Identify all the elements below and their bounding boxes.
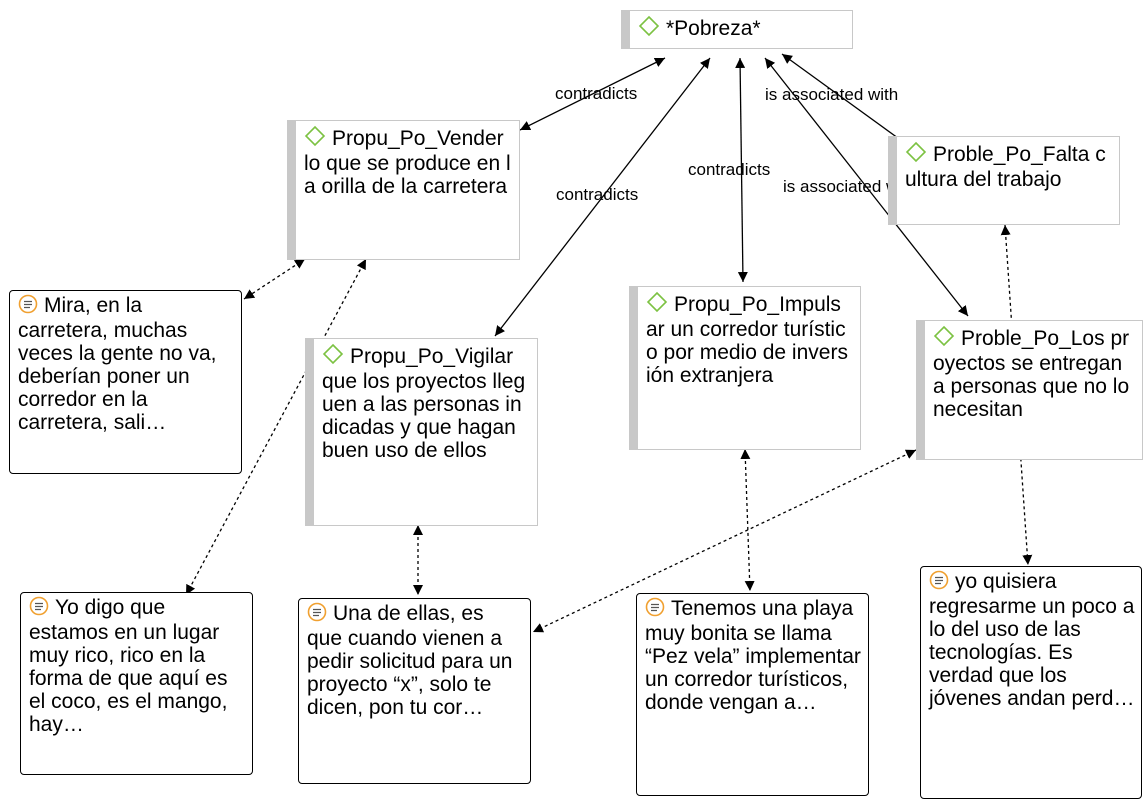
- label-contradicts-impulsar: contradicts: [688, 160, 770, 179]
- link-pobreza-vender[interactable]: [519, 57, 666, 131]
- code-node-vender[interactable]: Propu_Po_Vender lo que se produce en la …: [287, 120, 520, 260]
- link-pobreza-impulsar[interactable]: [735, 57, 748, 283]
- quotation-icon: [18, 294, 38, 319]
- link-impulsar-tenemos[interactable]: [740, 448, 755, 592]
- quote-node-quisiera[interactable]: yo quisiera regresarme un poco a lo del …: [920, 566, 1142, 799]
- code-label: Proble_Po_Los proyectos se entregan a pe…: [933, 327, 1130, 421]
- diamond-code-icon: [322, 343, 344, 370]
- quote-text: yo quisiera regresarme un poco a lo del …: [929, 570, 1135, 710]
- quote-node-unade[interactable]: Una de ellas, es que cuando vienen a ped…: [298, 598, 531, 784]
- code-node-vigilar[interactable]: Propu_Po_Vigilar que los proyectos llegu…: [305, 338, 538, 526]
- diamond-code-icon: [905, 141, 927, 168]
- code-node-falta[interactable]: Proble_Po_Falta cultura del trabajo: [888, 136, 1120, 225]
- code-label: Proble_Po_Falta cultura del trabajo: [905, 143, 1106, 191]
- quote-node-yodigo[interactable]: Yo digo que estamos en un lugar muy rico…: [20, 592, 253, 775]
- quote-text: Una de ellas, es que cuando vienen a ped…: [307, 602, 513, 719]
- quote-text: Mira, en la carretera, muchas veces la g…: [18, 294, 217, 434]
- label-contradicts-vender: contradicts: [555, 84, 637, 103]
- code-label: Propu_Po_Impulsar un corredor turístico …: [646, 293, 848, 387]
- quotation-icon: [929, 570, 949, 595]
- diamond-code-icon: [646, 291, 668, 318]
- quotation-icon: [29, 596, 49, 621]
- diamond-code-icon: [638, 15, 660, 42]
- quote-text: Yo digo que estamos en un lugar muy rico…: [29, 596, 228, 736]
- quotation-icon: [307, 602, 327, 627]
- diamond-code-icon: [304, 125, 326, 152]
- quote-node-tenemos[interactable]: Tenemos una playa muy bonita se llama “P…: [636, 593, 869, 796]
- label-contradicts-vigilar: contradicts: [556, 185, 638, 204]
- quote-text: Tenemos una playa muy bonita se llama “P…: [645, 597, 861, 714]
- code-node-proyectos[interactable]: Proble_Po_Los proyectos se entregan a pe…: [916, 320, 1143, 460]
- code-node-impulsar[interactable]: Propu_Po_Impulsar un corredor turístico …: [629, 286, 861, 450]
- quote-node-mira[interactable]: Mira, en la carretera, muchas veces la g…: [9, 290, 242, 474]
- code-node-pobreza[interactable]: *Pobreza*: [621, 10, 853, 49]
- diamond-code-icon: [933, 325, 955, 352]
- label-assoc-falta: is associated with: [765, 85, 898, 104]
- link-vender-mira[interactable]: [243, 258, 306, 300]
- code-label: Propu_Po_Vigilar que los proyectos llegu…: [322, 345, 526, 462]
- code-label: *Pobreza*: [666, 17, 761, 40]
- quotation-icon: [645, 597, 665, 622]
- code-label: Propu_Po_Vender lo que se produce en la …: [304, 127, 511, 198]
